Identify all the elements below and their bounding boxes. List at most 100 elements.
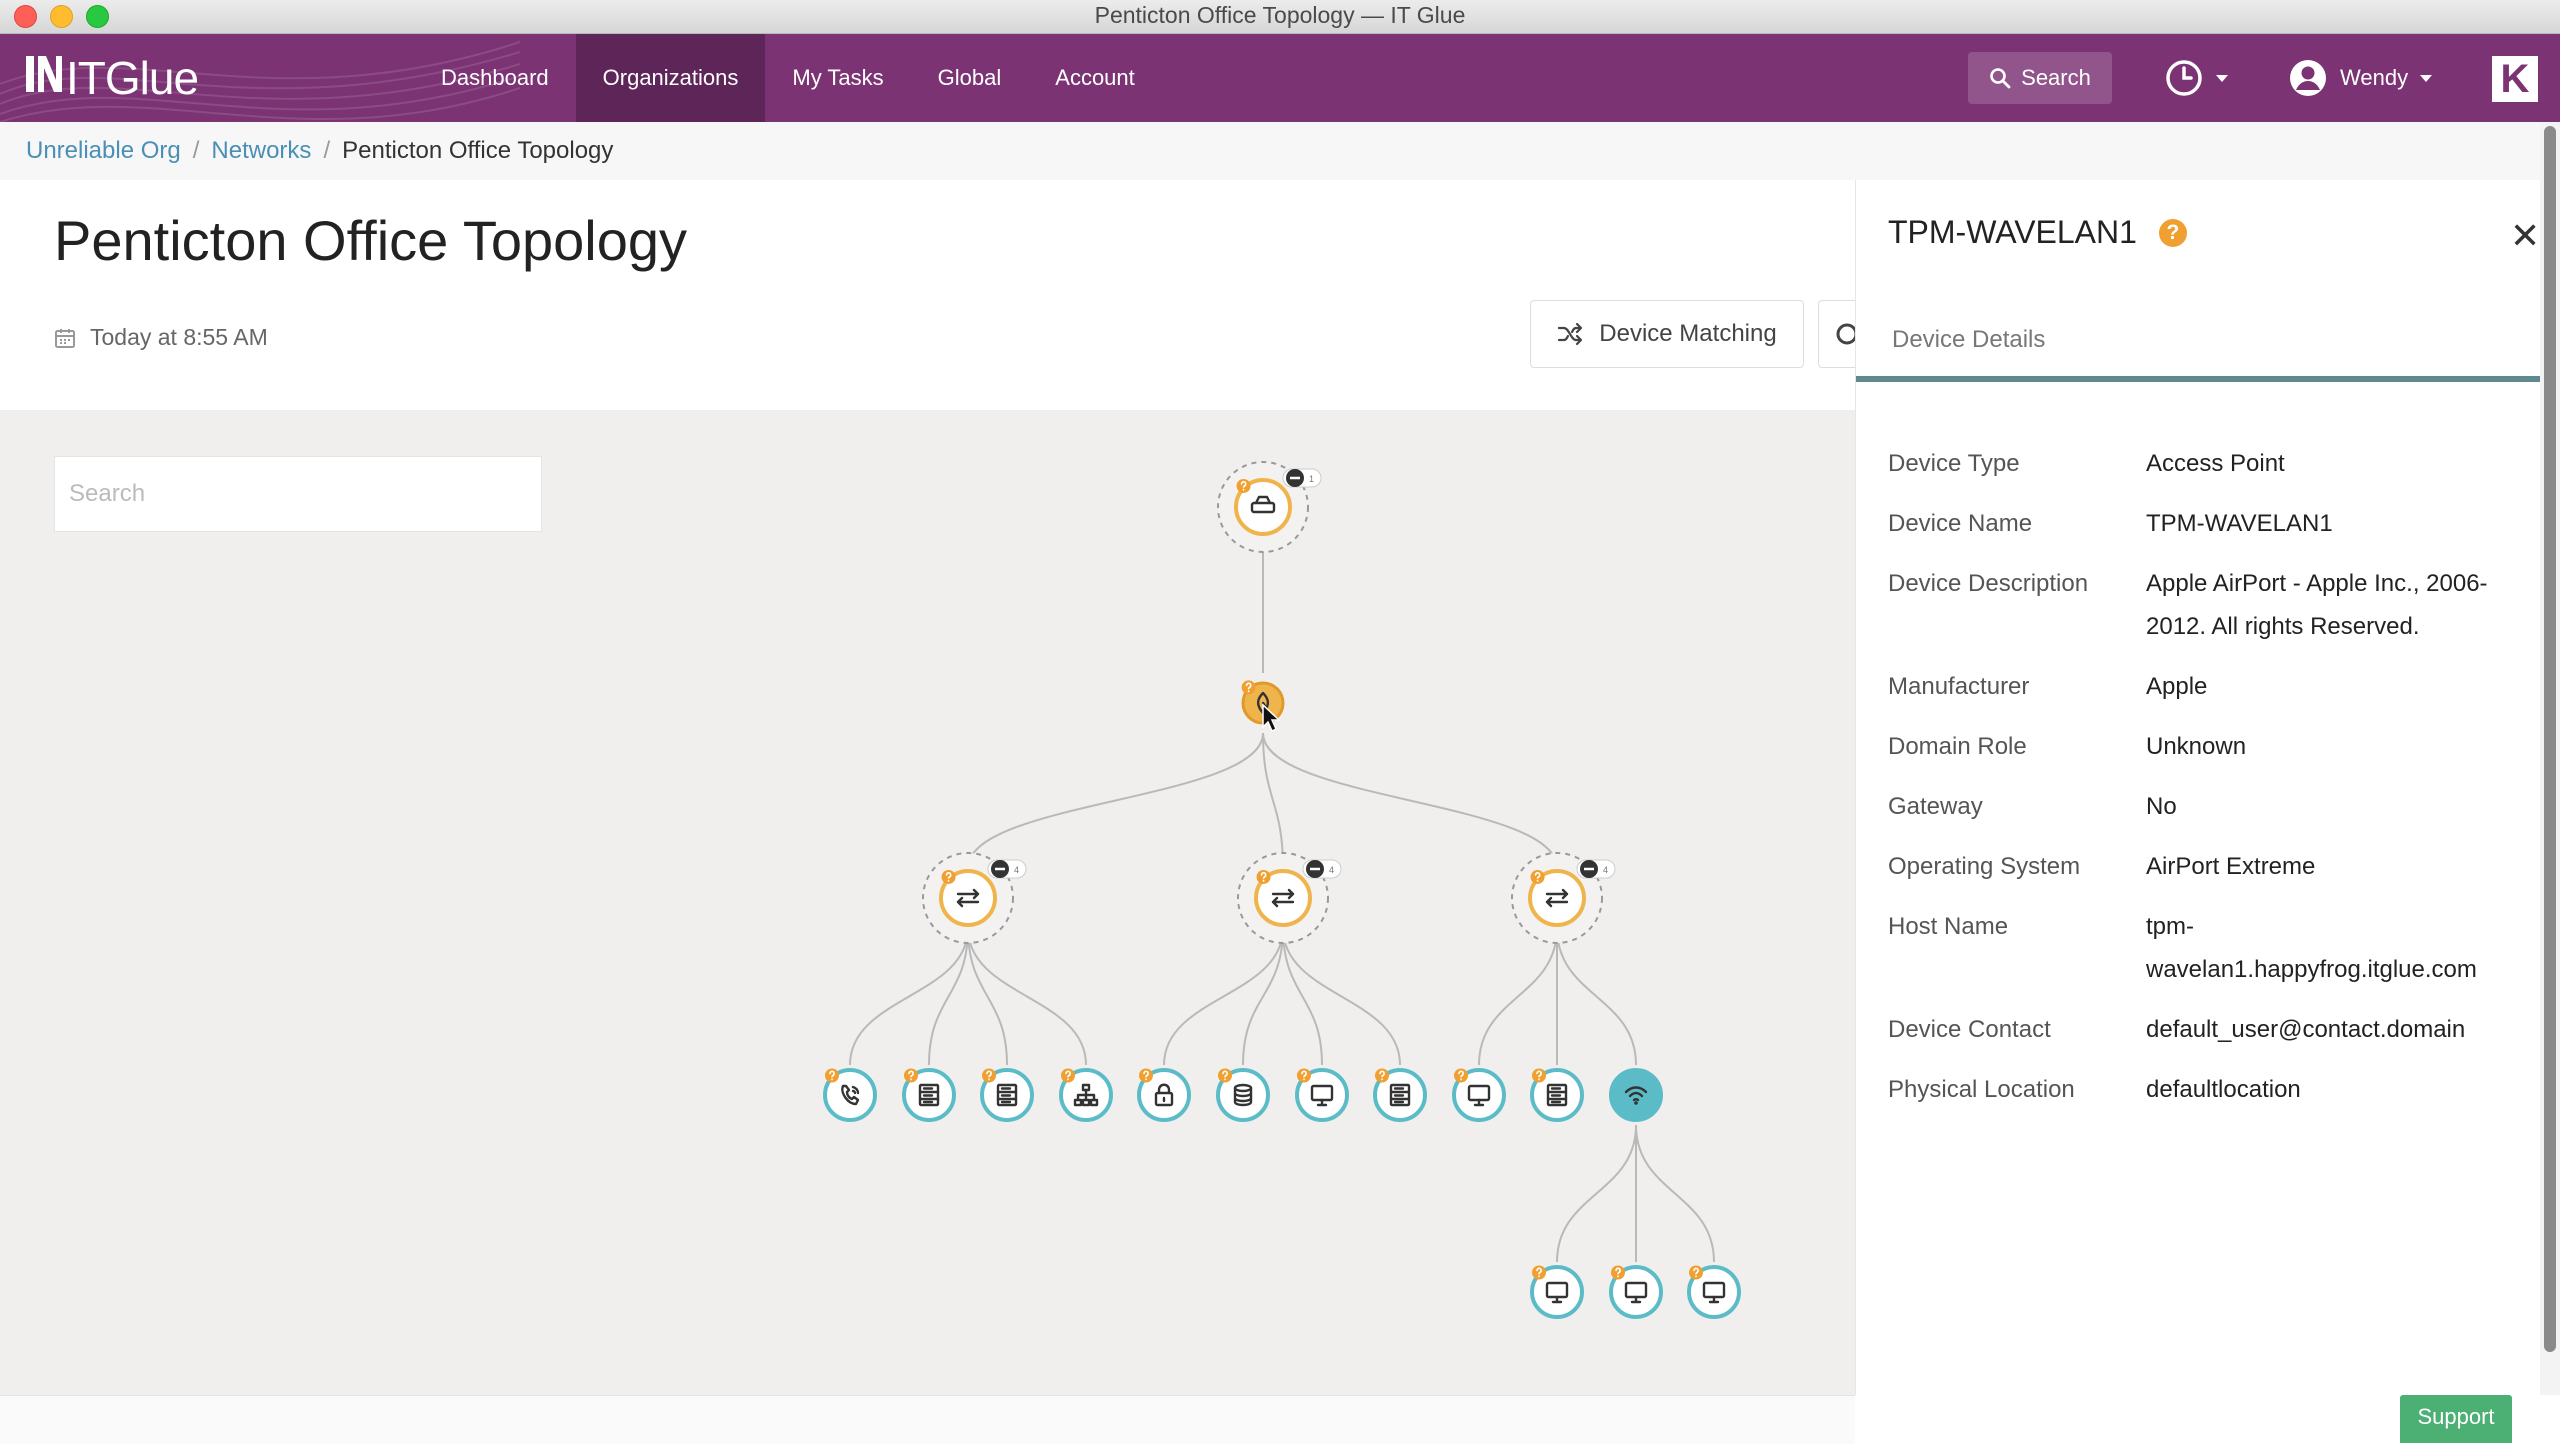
- monitor-icon: [1310, 1084, 1334, 1107]
- network-topology-graph[interactable]: 1 4 4 4: [0, 410, 1855, 1395]
- question-glyph: [1615, 1267, 1621, 1278]
- nav-link-my-tasks[interactable]: My Tasks: [792, 65, 884, 90]
- clock-icon: [2166, 60, 2202, 96]
- node-ring: [1452, 1068, 1506, 1122]
- user-name: Wendy: [2340, 65, 2409, 90]
- network-icon: [1073, 1083, 1099, 1107]
- switch-icon: [1271, 888, 1295, 908]
- close-icon[interactable]: ✕: [2510, 215, 2541, 256]
- node-ring: [1234, 478, 1292, 536]
- support-button[interactable]: Support: [2400, 1395, 2512, 1443]
- detail-label: Device Description: [1888, 570, 2089, 597]
- topology-node-monitor[interactable]: [1530, 1265, 1584, 1319]
- itglue-logo[interactable]: ITGlue: [24, 51, 199, 105]
- kaseya-app-switcher[interactable]: K: [2492, 56, 2538, 102]
- node-ring: [1609, 1265, 1663, 1319]
- topology-node-monitor[interactable]: [1609, 1265, 1663, 1319]
- topology-node-server[interactable]: [1530, 1068, 1584, 1122]
- close-window-button[interactable]: [14, 5, 37, 28]
- device-matching-button[interactable]: Device Matching: [1530, 300, 1804, 368]
- window-titlebar: Penticton Office Topology — IT Glue: [0, 0, 2560, 34]
- topology-canvas[interactable]: 1 4 4 4: [0, 410, 1855, 1395]
- nav-link-dashboard[interactable]: Dashboard: [441, 65, 549, 90]
- node-ring: [1609, 1068, 1663, 1122]
- child-count: 1: [1309, 474, 1314, 484]
- topology-edge: [1282, 927, 1401, 1066]
- breadcrumb-separator: /: [192, 137, 200, 164]
- question-glyph: [829, 1070, 835, 1081]
- logo-mark-icon: [24, 51, 64, 105]
- topology-edge: [1635, 1124, 1715, 1263]
- question-glyph: [1245, 682, 1252, 693]
- detail-label: Gateway: [1888, 793, 1983, 820]
- global-search-button[interactable]: Search: [1968, 52, 2112, 104]
- topology-edge: [1262, 732, 1558, 869]
- topology-node-server[interactable]: [1373, 1068, 1427, 1122]
- help-icon[interactable]: ?: [2158, 218, 2187, 247]
- topology-edge: [1242, 927, 1284, 1066]
- detail-value: default_user@contact.domain: [2146, 1016, 2466, 1043]
- question-glyph: [1379, 1070, 1385, 1081]
- lock-icon: [1154, 1083, 1174, 1107]
- shuffle-icon: [1558, 322, 1583, 346]
- mouse-cursor-icon: [1262, 703, 1281, 733]
- detail-label: Physical Location: [1888, 1076, 2075, 1103]
- brand-wave-decoration: [0, 41, 520, 122]
- page-title: Penticton Office Topology: [54, 209, 688, 272]
- topology-node-switch[interactable]: 4: [1237, 852, 1342, 944]
- last-updated-text: Today at 8:55 AM: [90, 324, 268, 350]
- node-ring: [1254, 869, 1312, 927]
- more-actions-button[interactable]: [1818, 300, 1859, 368]
- server-icon: [1546, 1083, 1568, 1107]
- wifi-icon: [1624, 1086, 1648, 1105]
- topology-edge: [849, 927, 969, 1066]
- horizontal-scrollbar[interactable]: [0, 1395, 1855, 1444]
- nav-link-account[interactable]: Account: [1055, 65, 1135, 90]
- question-glyph: [1536, 1267, 1542, 1278]
- page-scrollbar[interactable]: [2540, 122, 2560, 1395]
- nav-link-organizations[interactable]: Organizations: [575, 34, 766, 122]
- switch-icon: [1545, 888, 1569, 908]
- breadcrumb: Unreliable Org / Networks / Penticton Of…: [0, 122, 2540, 180]
- topology-node-switch[interactable]: 4: [922, 852, 1027, 944]
- recent-history-dropdown[interactable]: [2164, 54, 2228, 102]
- topology-node-server[interactable]: [980, 1068, 1034, 1122]
- topology-node-database[interactable]: [1216, 1068, 1270, 1122]
- topology-node-router[interactable]: 1: [1217, 461, 1322, 553]
- topology-node-phone[interactable]: [823, 1068, 877, 1122]
- topology-node-monitor[interactable]: [1687, 1265, 1741, 1319]
- tab-device-details[interactable]: Device Details: [1892, 326, 2046, 353]
- user-menu-dropdown[interactable]: Wendy: [2288, 54, 2433, 102]
- router-icon: [1250, 495, 1276, 514]
- node-ring: [1528, 869, 1586, 927]
- topology-node-monitor[interactable]: [1295, 1068, 1349, 1122]
- scrollbar-thumb[interactable]: [2544, 126, 2556, 1352]
- topology-node-server[interactable]: [902, 1068, 956, 1122]
- detail-value: No: [2146, 793, 2177, 820]
- detail-value: Access Point: [2146, 450, 2285, 477]
- breadcrumb-organization[interactable]: Unreliable Org: [26, 137, 181, 164]
- question-glyph: [1260, 872, 1267, 882]
- nav-link-global[interactable]: Global: [937, 65, 1002, 90]
- topology-search-input[interactable]: [54, 456, 542, 532]
- child-count: 4: [1014, 865, 1019, 875]
- topology-node-wifi[interactable]: [1609, 1068, 1663, 1122]
- breadcrumb-networks[interactable]: Networks: [211, 137, 312, 164]
- topology-edge: [1163, 927, 1284, 1066]
- phone-icon: [841, 1084, 860, 1106]
- detail-value: TPM-WAVELAN1: [2146, 510, 2333, 537]
- node-ring: [1530, 1265, 1584, 1319]
- topology-node-lock[interactable]: [1137, 1068, 1191, 1122]
- node-ring: [1295, 1068, 1349, 1122]
- question-glyph: [1222, 1070, 1228, 1081]
- topology-node-network[interactable]: [1059, 1068, 1113, 1122]
- topology-edge: [967, 927, 1087, 1066]
- zoom-window-button[interactable]: [86, 5, 109, 28]
- topology-edge: [1282, 927, 1323, 1066]
- topology-node-monitor[interactable]: [1452, 1068, 1506, 1122]
- question-glyph: [908, 1070, 914, 1081]
- topology-node-switch[interactable]: 4: [1511, 852, 1616, 944]
- minimize-window-button[interactable]: [50, 5, 73, 28]
